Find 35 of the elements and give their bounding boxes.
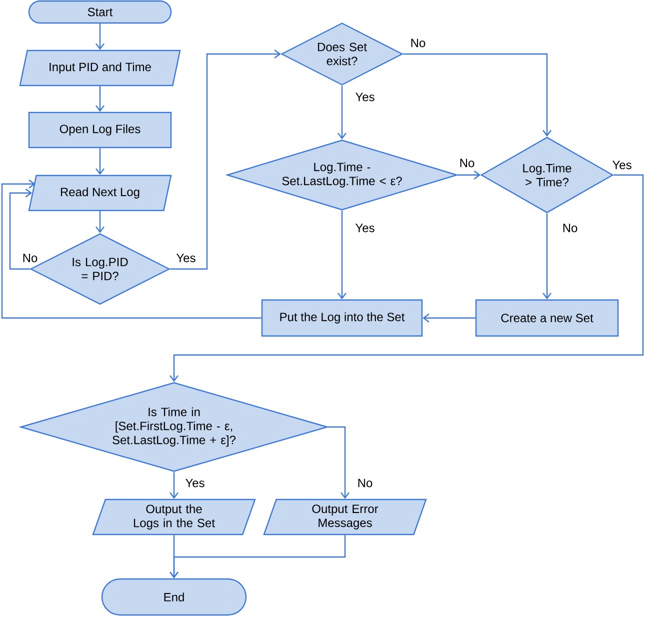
arrow — [328, 426, 350, 499]
arrow — [170, 174, 644, 382]
io-parallelogram: Output the Logs in the Set — [92, 498, 256, 536]
io-parallelogram: Read Next Log — [28, 174, 172, 212]
arrow — [458, 170, 481, 180]
process-box: Create a new Set — [475, 299, 619, 337]
io-parallelogram: Input PID and Time — [19, 50, 181, 86]
edge-label: Yes — [356, 92, 374, 102]
edge-label: No — [358, 478, 372, 488]
arrow — [96, 148, 104, 175]
arrow — [338, 86, 346, 140]
arrow — [96, 86, 104, 112]
terminal-box: Start — [28, 0, 172, 24]
arrow — [170, 472, 178, 499]
edge-label: No — [460, 158, 474, 168]
edge-label: Yes — [356, 224, 374, 232]
terminal-box: End — [101, 578, 247, 616]
edge-label: No — [563, 224, 578, 232]
process-box: Put the Log into the Set — [261, 299, 423, 337]
io-parallelogram: Output Error Messages — [263, 498, 427, 536]
arrow — [96, 24, 104, 50]
arrow — [9, 188, 32, 270]
arrow — [422, 314, 476, 322]
edge-label: Yes — [176, 254, 196, 262]
arrow — [170, 535, 346, 578]
arrow — [403, 53, 552, 137]
edge-label: Yes — [612, 160, 632, 170]
arrow — [96, 211, 104, 234]
arrow — [338, 210, 346, 300]
process-box: Open Log Files — [28, 112, 172, 148]
arrow — [1, 180, 262, 319]
arrow — [542, 213, 552, 300]
edge-label: No — [411, 38, 426, 48]
edge-label: Yes — [186, 478, 204, 488]
arrow — [170, 50, 281, 270]
